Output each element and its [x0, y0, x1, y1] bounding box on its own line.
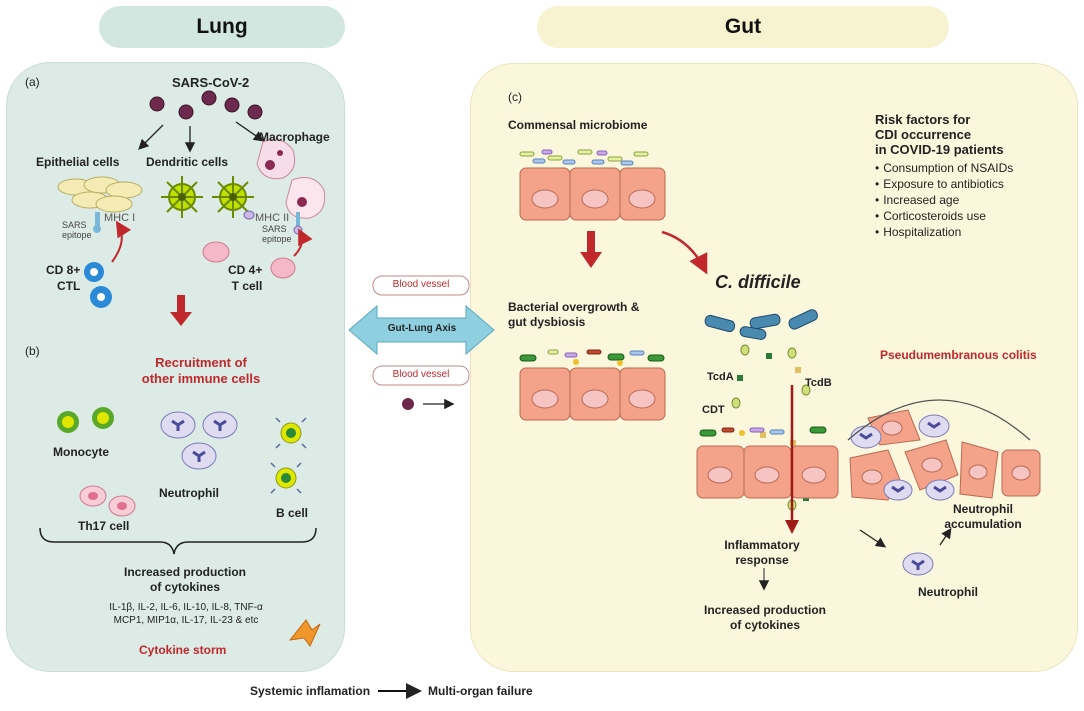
cd8-ctl-label: CD 8+ CTL — [46, 263, 81, 293]
cdt-label: CDT — [702, 404, 725, 416]
neutrophil-label: Neutrophil — [159, 486, 219, 500]
neutrophil-accumulation-label: Neutrophil accumulation — [944, 502, 1022, 531]
blood-vessel-label-2: Blood vessel — [392, 369, 450, 380]
sars-cov-2-label: SARS-CoV-2 — [172, 75, 250, 90]
macrophage-label: Macrophage — [259, 130, 330, 144]
neutrophil-gut-label: Neutrophil — [918, 585, 978, 599]
c-difficile-bacteria — [704, 309, 818, 340]
gut-header: Gut — [537, 6, 949, 48]
c-difficile-label: C. difficile — [715, 272, 801, 292]
commensal-label: Commensal microbiome — [508, 118, 648, 132]
commensal-epithelium — [519, 149, 666, 221]
mhc2-label: MHC II — [255, 212, 290, 224]
tcda-label: TcdA — [707, 371, 734, 383]
label-c: (c) — [508, 90, 522, 104]
virus-particles — [149, 90, 263, 120]
risk-factors-title: Risk factors for CDI occurrence in COVID… — [875, 112, 1004, 157]
label-a: (a) — [25, 75, 40, 89]
mhc1-label: MHC I — [104, 212, 136, 224]
b-cell-label: B cell — [276, 506, 309, 520]
risk-item-hospitalization: Hospitalization — [875, 224, 1013, 240]
th17-cells-shape — [79, 485, 136, 517]
cytokines-list: IL-1β, IL-2, IL-6, IL-10, IL-8, TNF-α MC… — [109, 602, 263, 626]
pseudomembranous-colitis-label: Pseudumembranous colitis — [880, 348, 1037, 362]
sars-epitope-label-2: SARS epitope — [262, 224, 292, 244]
label-b: (b) — [25, 344, 40, 358]
gut-lung-axis-label: Gut-Lung Axis — [387, 323, 457, 334]
monocytes-shape — [57, 407, 114, 433]
t-cells-shape — [84, 241, 296, 308]
colitis-epithelium — [696, 399, 1041, 501]
multi-organ-failure-label: Multi-organ failure — [428, 684, 533, 698]
dendritic-cells-shape — [161, 176, 254, 218]
risk-item-age: Increased age — [875, 192, 1013, 208]
overgrowth-label: Bacterial overgrowth & gut dysbiosis — [508, 300, 640, 329]
cd4-t-cell-label: CD 4+ T cell — [228, 263, 263, 293]
neutrophils-shape — [160, 411, 238, 470]
cytokines-title: Increased production of cytokines — [123, 565, 247, 594]
systemic-inflammation-label: Systemic inflamation — [250, 684, 371, 698]
epithelial-cells-shape — [57, 176, 143, 213]
sars-epitope-label-1: SARS epitope — [62, 220, 92, 240]
epithelial-cells-label: Epithelial cells — [36, 155, 120, 169]
cytokine-storm-label: Cytokine storm — [139, 643, 227, 657]
recruitment-label: Recruitment of other immune cells — [141, 355, 261, 386]
monocyte-label: Monocyte — [53, 445, 110, 459]
risk-item-nsaids: Consumption of NSAIDs — [875, 160, 1013, 176]
inflammatory-response-label: Inflammatory response — [724, 538, 800, 567]
risk-item-antibiotics: Exposure to antibiotics — [875, 176, 1013, 192]
blood-vessel-label-1: Blood vessel — [392, 279, 450, 290]
tcdb-label: TcdB — [805, 377, 832, 389]
dysbiosis-epithelium — [519, 349, 666, 421]
increased-cytokines-label: Increased production of cytokines — [703, 603, 827, 632]
risk-item-corticosteroids: Corticosteroids use — [875, 208, 1013, 224]
risk-factors-list: Consumption of NSAIDs Exposure to antibi… — [875, 160, 1013, 240]
lung-header: Lung — [99, 6, 345, 48]
b-cells-shape — [270, 417, 307, 494]
macrophage-shape — [256, 138, 326, 235]
th17-cell-label: Th17 cell — [78, 519, 130, 533]
dendritic-cells-label: Dendritic cells — [146, 155, 229, 169]
